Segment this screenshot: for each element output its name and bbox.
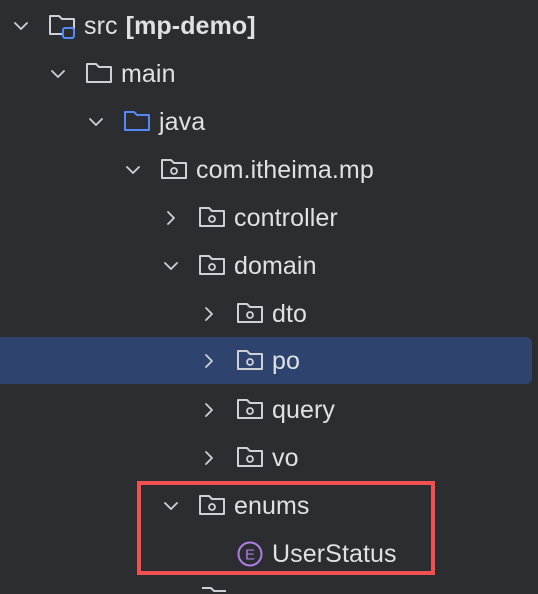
folder-icon (85, 60, 117, 88)
chevron-down-icon[interactable] (162, 257, 180, 275)
tree-node-src[interactable]: src [mp-demo] (0, 2, 532, 50)
tree-node-main[interactable]: main (0, 50, 532, 98)
enum-icon: E (236, 540, 268, 568)
tree-node-domain[interactable]: domain (0, 242, 532, 290)
tree-node-label: src (84, 12, 118, 40)
svg-text:E: E (245, 547, 255, 564)
package-icon (236, 347, 268, 375)
package-icon (160, 156, 192, 184)
package-icon (236, 300, 268, 328)
chevron-right-icon[interactable] (200, 305, 218, 323)
folder-icon (202, 587, 226, 592)
chevron-right-icon[interactable] (162, 209, 180, 227)
package-icon (198, 492, 230, 520)
package-icon (236, 396, 268, 424)
package-icon (198, 204, 230, 232)
tree-node-label: main (121, 60, 176, 88)
tree-node-dto[interactable]: dto (0, 290, 532, 338)
tree-node-label: enums (234, 492, 310, 520)
chevron-down-icon[interactable] (49, 65, 67, 83)
package-icon (198, 252, 230, 280)
chevron-right-icon[interactable] (200, 401, 218, 419)
chevron-down-icon[interactable] (124, 161, 142, 179)
tree-node-com-itheima-mp[interactable]: com.itheima.mp (0, 146, 532, 194)
package-icon (236, 444, 268, 472)
tree-node-label: po (272, 346, 301, 375)
tree-node-label: controller (234, 204, 338, 232)
tree-node-label: query (272, 396, 336, 424)
chevron-down-icon[interactable] (87, 113, 105, 131)
tree-node-label: vo (272, 444, 299, 472)
tree-node-label: com.itheima.mp (196, 156, 374, 184)
chevron-down-icon[interactable] (12, 17, 30, 35)
tree-node-controller[interactable]: controller (0, 194, 532, 242)
tree-node-vo[interactable]: vo (0, 434, 532, 482)
tree-node-label: java (159, 108, 206, 136)
module-name: [mp-demo] (125, 12, 256, 40)
tree-node-po[interactable]: po (0, 337, 532, 384)
tree-node-query[interactable]: query (0, 386, 532, 434)
chevron-down-icon[interactable] (162, 497, 180, 515)
chevron-right-icon[interactable] (200, 352, 218, 370)
source-folder-icon (48, 12, 80, 40)
tree-node-label: domain (234, 252, 317, 280)
tree-node-label: dto (272, 300, 308, 328)
chevron-right-icon[interactable] (200, 449, 218, 467)
tree-node-userstatus[interactable]: E UserStatus (0, 530, 532, 578)
java-source-root-icon (123, 108, 155, 136)
tree-node-enums[interactable]: enums (0, 482, 532, 530)
tree-node-label: UserStatus (272, 540, 397, 568)
tree-node-java[interactable]: java (0, 98, 532, 146)
